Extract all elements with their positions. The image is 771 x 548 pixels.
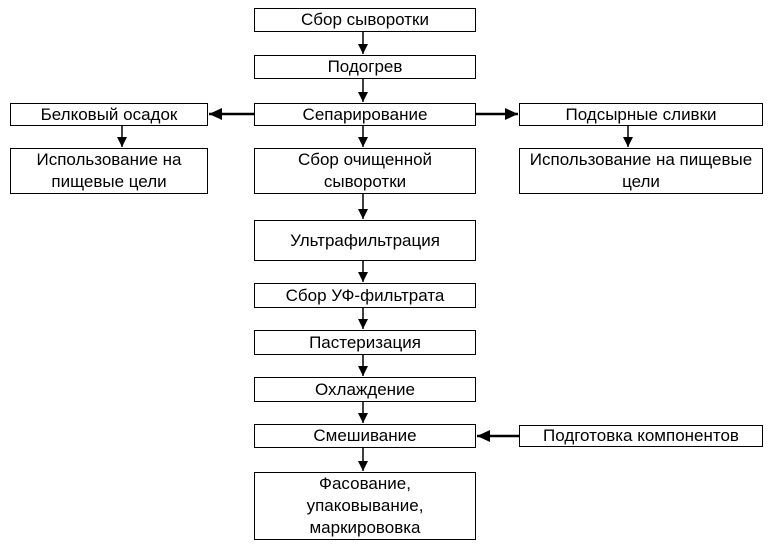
node-pasteurization: Пастеризация [254, 330, 476, 355]
node-food-use-right: Использование на пищевые цели [519, 148, 763, 194]
node-label: Использование на пищевые цели [36, 150, 182, 191]
node-protein-sediment: Белковый осадок [10, 103, 208, 126]
node-label: Сбор УФ-фильтрата [285, 285, 445, 305]
node-packing-labeling: Фасование, упаковывание, маркирововка [254, 472, 476, 540]
node-label: Подсырные сливки [565, 104, 717, 124]
node-label: Подогрев [327, 57, 403, 76]
node-label: Использование на пищевые цели [529, 150, 753, 191]
node-label: Сбор сыворотки [301, 10, 429, 29]
node-components-preparation: Подготовка компонентов [519, 425, 763, 447]
node-cooling: Охлаждение [254, 377, 476, 402]
node-label: Ультрафильтрация [290, 230, 440, 250]
node-cheese-cream: Подсырные сливки [519, 103, 763, 126]
node-mixing: Смешивание [254, 424, 476, 448]
node-ultrafiltration: Ультрафильтрация [254, 220, 476, 261]
node-heating: Подогрев [254, 55, 476, 79]
node-food-use-left: Использование на пищевые цели [10, 148, 208, 194]
node-label: Сепарирование [302, 104, 428, 124]
node-label: Пастеризация [309, 332, 421, 352]
node-label: Охлаждение [315, 379, 415, 399]
node-label: Белковый осадок [40, 104, 178, 124]
node-label: Подготовка компонентов [543, 426, 739, 445]
node-label: Фасование, упаковывание, маркирововка [306, 474, 424, 537]
node-label: Смешивание [313, 426, 417, 445]
node-label: Сбор очищенной сыворотки [297, 150, 433, 191]
node-separation: Сепарирование [254, 103, 476, 126]
node-purified-whey-collection: Сбор очищенной сыворотки [254, 148, 476, 194]
node-whey-collection: Сбор сыворотки [254, 8, 476, 32]
node-uf-filtrate-collection: Сбор УФ-фильтрата [254, 283, 476, 308]
